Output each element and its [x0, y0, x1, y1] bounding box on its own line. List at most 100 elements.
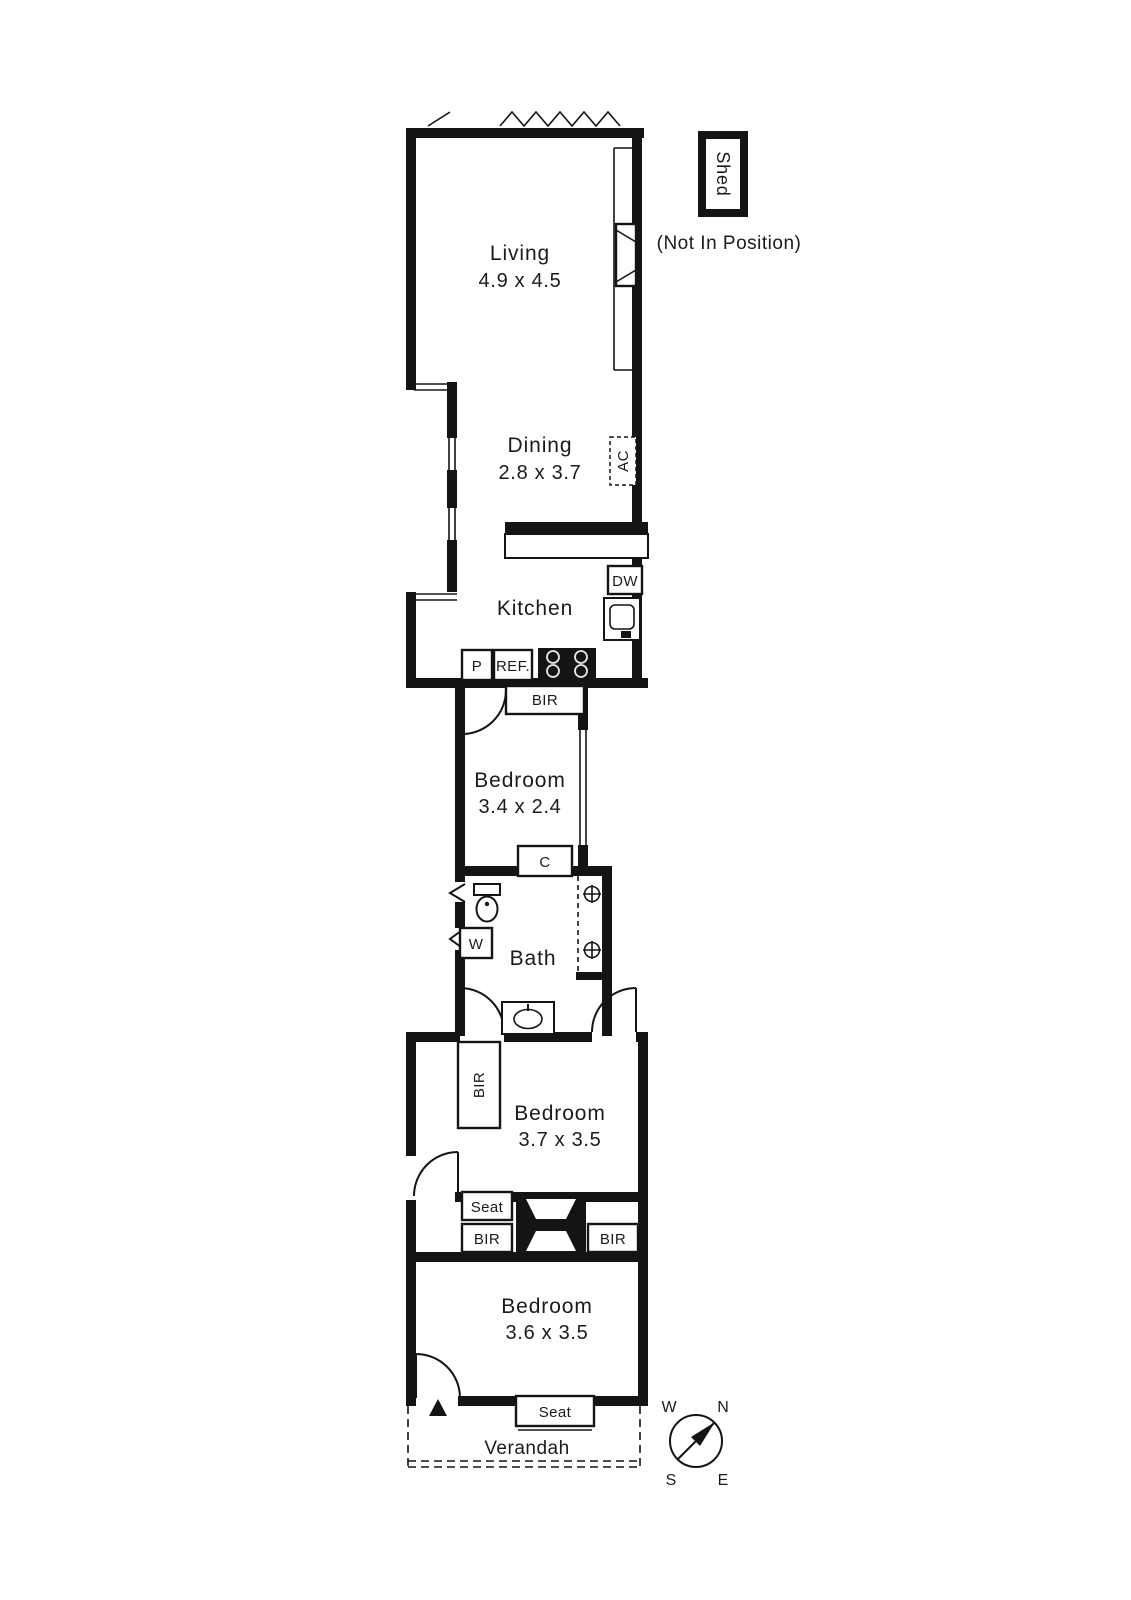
fireplace-hearth: [526, 1199, 576, 1219]
wall: [406, 128, 416, 390]
room-dims-dining: 2.8 x 3.7: [498, 462, 581, 484]
bath-fixtures: [458, 876, 601, 1035]
kitchen-bench-wall: [505, 522, 648, 534]
window: [414, 383, 449, 391]
wall: [455, 678, 465, 882]
room-dims-bedroom2: 3.7 x 3.5: [518, 1129, 601, 1151]
roofline-marks: [427, 110, 621, 128]
fireplace-hearth: [526, 1231, 576, 1251]
washer-label: W: [469, 936, 484, 953]
wall: [447, 540, 457, 600]
bir-label: BIR: [600, 1231, 626, 1248]
verandah-dashed-edge: [407, 1406, 641, 1468]
roofline-diagonal: [427, 111, 451, 127]
wall: [632, 128, 642, 688]
linen-closet: [516, 844, 574, 878]
wall: [406, 128, 644, 138]
bir-label: BIR: [471, 1072, 488, 1098]
compass-needle: [691, 1422, 715, 1446]
bir-closet: [456, 1040, 502, 1130]
verandah-outline: [407, 1406, 641, 1468]
window: [448, 508, 456, 540]
fridge-box: [492, 648, 534, 682]
pantry-box: [460, 648, 494, 682]
wall: [578, 845, 588, 870]
ac-label: AC: [615, 450, 632, 472]
compass: [669, 1414, 723, 1468]
stove-burner: [546, 650, 560, 664]
pantry-label: P: [472, 658, 482, 675]
joinery-niche: [613, 147, 632, 371]
compass-east: E: [718, 1472, 729, 1489]
wall: [504, 1032, 592, 1042]
toilet-cistern: [473, 883, 501, 896]
door-swing-arc: [415, 1353, 461, 1399]
seat-box: [514, 1394, 596, 1428]
shower-head-cross: [583, 941, 601, 959]
seat-label: Seat: [539, 1404, 572, 1421]
room-label-bath: Bath: [510, 947, 557, 970]
wall: [447, 382, 457, 438]
dw-label: DW: [612, 573, 638, 590]
seat-box: [460, 1190, 514, 1222]
door-swing-arc: [413, 1151, 459, 1197]
window: [416, 382, 447, 392]
wall: [638, 1032, 648, 1406]
room-label-verandah: Verandah: [484, 1438, 569, 1459]
roofline-zigzag: [499, 110, 621, 128]
toilet-button: [484, 901, 490, 907]
wall: [406, 678, 648, 688]
toilet: [475, 895, 499, 923]
room-label-dining: Dining: [508, 434, 573, 457]
labels: Living 4.9 x 4.5 Dining 2.8 x 3.7 Kitche…: [469, 151, 802, 1489]
compass-west: W: [661, 1399, 677, 1416]
entry-marker: [429, 1399, 447, 1416]
window: [416, 592, 457, 602]
living-joinery: [613, 147, 638, 371]
room-dims-bedroom1: 3.4 x 2.4: [478, 796, 561, 818]
shed-note: (Not In Position): [657, 233, 802, 254]
wall: [576, 972, 612, 980]
seat-label: Seat: [471, 1199, 504, 1216]
stove-burner: [546, 664, 560, 678]
bir-closet: [586, 1222, 640, 1254]
dishwasher-box: [606, 564, 644, 596]
room-label-bedroom2: Bedroom: [514, 1102, 606, 1125]
room-dims-bedroom3: 3.6 x 3.5: [505, 1322, 588, 1344]
bir-label: BIR: [532, 692, 558, 709]
room-label-living: Living: [490, 242, 550, 265]
vent-chevron: [448, 883, 466, 903]
kitchen-fixtures: [460, 522, 649, 682]
bir-closet: [504, 684, 586, 716]
stove-burner: [574, 664, 588, 678]
wall: [602, 866, 612, 1036]
stove-burner: [574, 650, 588, 664]
fireplace: [516, 1192, 586, 1258]
windows: [414, 382, 592, 1431]
kitchen-bench: [504, 533, 649, 559]
sink-bowl: [609, 604, 635, 630]
wall: [406, 1032, 460, 1042]
room-label-kitchen: Kitchen: [497, 597, 573, 620]
door-swing-arc: [591, 987, 637, 1033]
shed-box: [698, 131, 748, 217]
stove-cooktop: [538, 648, 596, 680]
ac-unit: [609, 436, 637, 486]
bir-closet: [460, 1222, 514, 1254]
wall: [455, 902, 465, 928]
wall: [594, 1396, 648, 1406]
washer-box: [458, 926, 494, 960]
shower-head-cross: [583, 885, 601, 903]
compass-north: N: [717, 1399, 729, 1416]
wall: [406, 1200, 416, 1396]
heater-hatch: [615, 229, 637, 283]
bir-label: BIR: [474, 1231, 500, 1248]
shed-label: Shed: [713, 151, 733, 196]
shed: [698, 131, 748, 217]
window: [448, 438, 456, 470]
room-dims-living: 4.9 x 4.5: [478, 270, 561, 292]
wall: [406, 1032, 416, 1156]
